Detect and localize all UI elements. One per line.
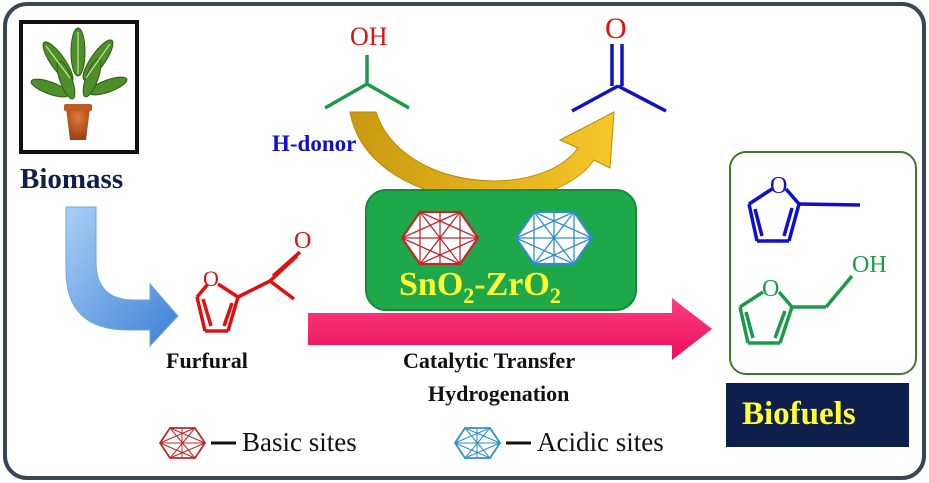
catalyst-formula-zr: -ZrO xyxy=(474,266,550,303)
process-label-line1: Catalytic Transfer xyxy=(403,348,576,373)
acetone-o-label: O xyxy=(605,12,627,45)
methylfuran-ring-o-label: O xyxy=(770,173,788,199)
biofuels-label: Biofuels xyxy=(742,396,856,432)
furfural-ring-o-label: O xyxy=(203,266,219,291)
legend-basic-label: Basic sites xyxy=(242,427,357,457)
products-box xyxy=(729,151,917,375)
acidic-site-icon-legend xyxy=(453,427,502,459)
catalyst-formula-sub-1: 2 xyxy=(463,282,475,308)
methylfuran-molecule xyxy=(747,187,861,243)
acetone-molecule xyxy=(571,44,667,113)
reaction-arrow xyxy=(308,298,712,360)
h-donor-label: H-donor xyxy=(272,131,357,156)
basic-site-icon-catalyst xyxy=(400,210,480,266)
furfuryl-alcohol-molecule xyxy=(738,274,854,345)
basic-site-icon-legend xyxy=(158,427,207,459)
process-label-line2: Hydrogenation xyxy=(428,381,570,406)
furfuryl-oh-label: OH xyxy=(852,252,887,278)
furfural-aldehyde-o-label: O xyxy=(294,228,312,254)
isopropanol-molecule xyxy=(324,55,410,110)
biomass-label: Biomass xyxy=(20,163,124,195)
legend-acidic-label: Acidic sites xyxy=(537,427,664,457)
isopropanol-oh-label: OH xyxy=(350,22,388,51)
furfural-label: Furfural xyxy=(166,348,248,373)
biofuels-box xyxy=(726,383,909,447)
catalyst-formula-sn: SnO xyxy=(399,266,464,303)
acidic-site-icon-catalyst xyxy=(514,210,594,266)
hydrogen-transfer-arrow xyxy=(349,111,615,201)
furfuryl-ring-o-label: O xyxy=(762,276,780,302)
catalyst-formula-sub-2: 2 xyxy=(549,282,561,308)
biomass-to-furfural-arrow xyxy=(65,206,179,348)
biomass-plant-image xyxy=(19,20,139,154)
furfural-molecule xyxy=(195,250,302,333)
catalyst-label: SnO2-ZrO2 xyxy=(399,268,561,307)
